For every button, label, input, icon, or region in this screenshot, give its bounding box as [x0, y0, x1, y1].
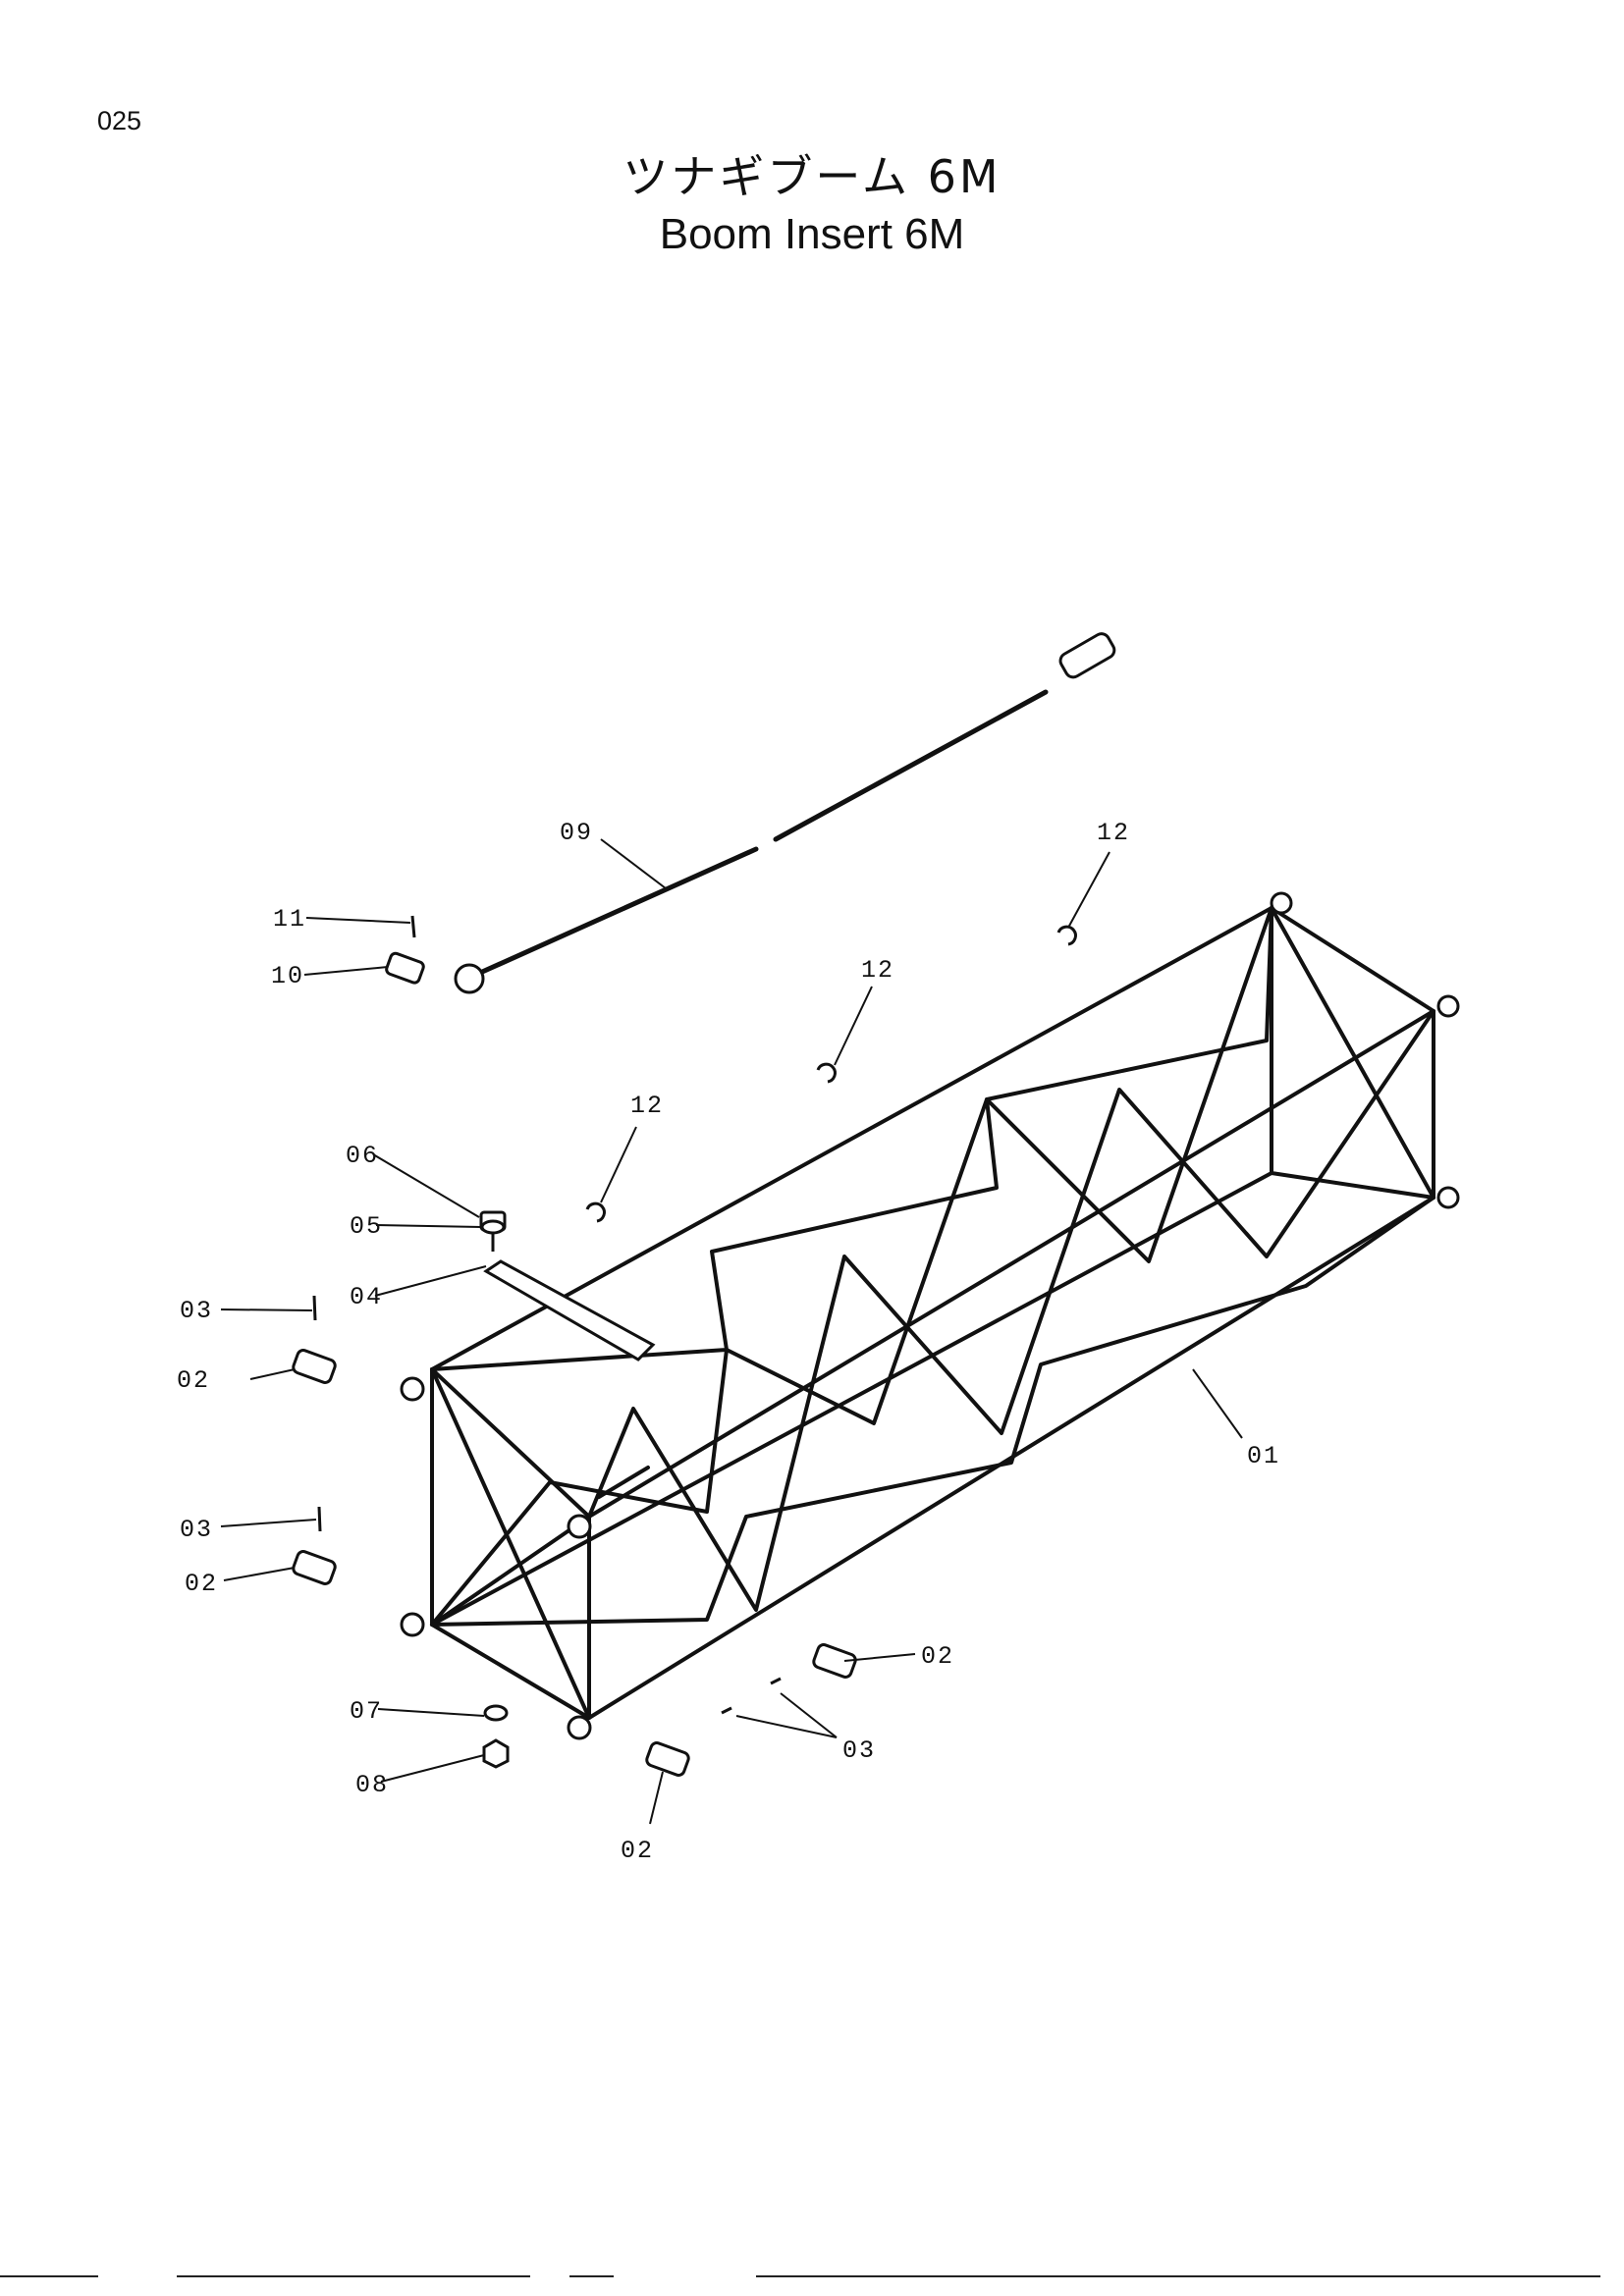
rear-end-diagonal	[1270, 906, 1435, 1200]
title-block: ツナギブーム 6M Boom Insert 6M	[0, 147, 1624, 263]
footer-rule-2	[177, 2275, 530, 2277]
callout-02-bottom: 02	[621, 1837, 654, 1865]
eye-front-lower-right	[567, 1715, 592, 1740]
eye-front-upper-left	[400, 1376, 425, 1402]
pendant-rod-09	[454, 632, 1116, 994]
washer-07	[483, 1704, 509, 1722]
callout-10: 10	[271, 962, 304, 990]
plate-04	[483, 1259, 656, 1362]
callout-07: 07	[350, 1697, 383, 1726]
callout-05: 05	[350, 1212, 383, 1241]
title-english: Boom Insert 6M	[659, 210, 965, 258]
right-face-lacing	[587, 1009, 1435, 1612]
callout-03-right: 03	[842, 1736, 876, 1765]
callout-12-rear: 12	[1097, 819, 1130, 847]
eye-rear-upper-left	[1270, 891, 1293, 915]
callout-12-front: 12	[630, 1092, 664, 1120]
callout-08: 08	[355, 1771, 389, 1799]
callout-03-upper: 03	[180, 1297, 213, 1325]
clip-12-mid	[816, 1062, 837, 1084]
front-end-diagonal-2	[430, 1515, 591, 1627]
callout-02-lower: 02	[185, 1570, 218, 1598]
cotter-03-right-a	[721, 1706, 732, 1715]
footer-rule-3	[569, 2275, 614, 2277]
eye-front-upper-right	[567, 1514, 592, 1539]
cotter-03-upper	[312, 1295, 317, 1321]
eye-rear-upper-right	[1436, 994, 1460, 1018]
washer-05	[480, 1219, 506, 1235]
cotter-03-right-b	[770, 1677, 782, 1685]
front-node-plate	[597, 1466, 650, 1499]
callout-09: 09	[560, 819, 593, 847]
callout-01: 01	[1247, 1442, 1280, 1470]
eye-rear-lower-right	[1436, 1186, 1460, 1209]
lattice-boom-frame	[430, 906, 1435, 1720]
footer-rule-4	[756, 2275, 1600, 2277]
clip-12-rear	[1056, 925, 1077, 946]
pin-02-bottom	[645, 1741, 690, 1777]
page-number: 025	[97, 106, 142, 135]
cotter-11	[410, 915, 416, 938]
callout-02-upper: 02	[177, 1366, 210, 1395]
pin-02-right	[812, 1643, 857, 1679]
chord-top-left	[430, 906, 1273, 1371]
clip-12-front	[585, 1201, 606, 1223]
callout-11: 11	[273, 905, 306, 934]
nut-08	[482, 1738, 510, 1769]
front-end-diagonal	[430, 1367, 591, 1720]
leader-lines	[220, 838, 1243, 1825]
chord-bottom-left	[430, 1171, 1273, 1627]
eye-front-lower-left	[400, 1612, 425, 1637]
chord-top-right	[587, 1009, 1435, 1519]
left-face-lacing	[430, 906, 1273, 1627]
pin-02-lower	[292, 1550, 337, 1585]
callout-04: 04	[350, 1283, 383, 1311]
pin-02-upper	[292, 1349, 337, 1384]
footer-rule-1	[0, 2275, 98, 2277]
callout-labels: 01 02 02 02 02 03 03 03 04 05 06 07 08 0…	[177, 819, 1280, 1865]
title-japanese: ツナギブーム 6M	[623, 150, 1001, 203]
callout-12-mid: 12	[861, 956, 894, 985]
cotter-03-lower	[317, 1506, 322, 1532]
pin-10	[385, 951, 425, 985]
boom-pin-eyes	[400, 891, 1460, 1740]
callout-06: 06	[346, 1142, 379, 1170]
bottom-face-lacing	[430, 1196, 1435, 1627]
callout-03-lower: 03	[180, 1516, 213, 1544]
small-parts	[292, 915, 1077, 1777]
callout-02-right: 02	[921, 1642, 954, 1671]
